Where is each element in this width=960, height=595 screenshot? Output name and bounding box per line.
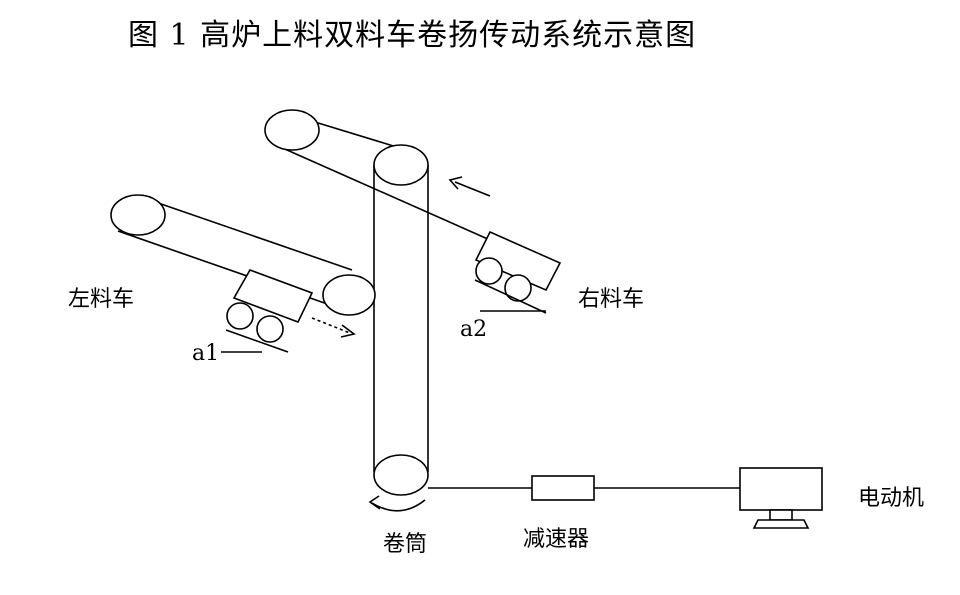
reducer-box bbox=[531, 475, 595, 501]
left-car-wheel bbox=[256, 315, 284, 343]
a2-label: a2 bbox=[460, 317, 487, 342]
right-car bbox=[474, 230, 562, 314]
drum-wheel bbox=[373, 454, 429, 496]
right-top-pulley bbox=[264, 109, 320, 151]
drum-rotation-arrow bbox=[368, 495, 426, 512]
left-car-wheel bbox=[226, 302, 254, 330]
left-top-pulley bbox=[110, 194, 166, 236]
a1-label: a1 bbox=[192, 341, 219, 366]
left-guide-pulley bbox=[322, 274, 376, 316]
left-car bbox=[225, 269, 314, 353]
left-car-body bbox=[232, 269, 314, 324]
reducer-label: 减速器 bbox=[523, 527, 589, 552]
motor-label: 电动机 bbox=[858, 486, 924, 511]
left-incline-belt bbox=[110, 194, 353, 308]
left-car-label: 左料车 bbox=[68, 287, 134, 312]
figure-title: 图 1 高炉上料双料车卷扬传动系统示意图 bbox=[128, 18, 697, 53]
right-car-wheel bbox=[475, 257, 503, 285]
upper-sheave bbox=[373, 144, 429, 186]
vertical-rope-column bbox=[373, 144, 429, 496]
right-car-label: 右料车 bbox=[578, 287, 644, 312]
right-car-wheel bbox=[504, 274, 532, 302]
drum-label: 卷筒 bbox=[383, 532, 427, 557]
left-car-direction-arrow bbox=[311, 317, 356, 338]
left-car-track bbox=[225, 329, 289, 353]
right-incline-belt bbox=[264, 109, 509, 249]
right-car-direction-arrow bbox=[448, 176, 491, 197]
right-car-track bbox=[474, 279, 547, 314]
motor-icon bbox=[739, 467, 823, 529]
right-car-body bbox=[474, 230, 562, 292]
